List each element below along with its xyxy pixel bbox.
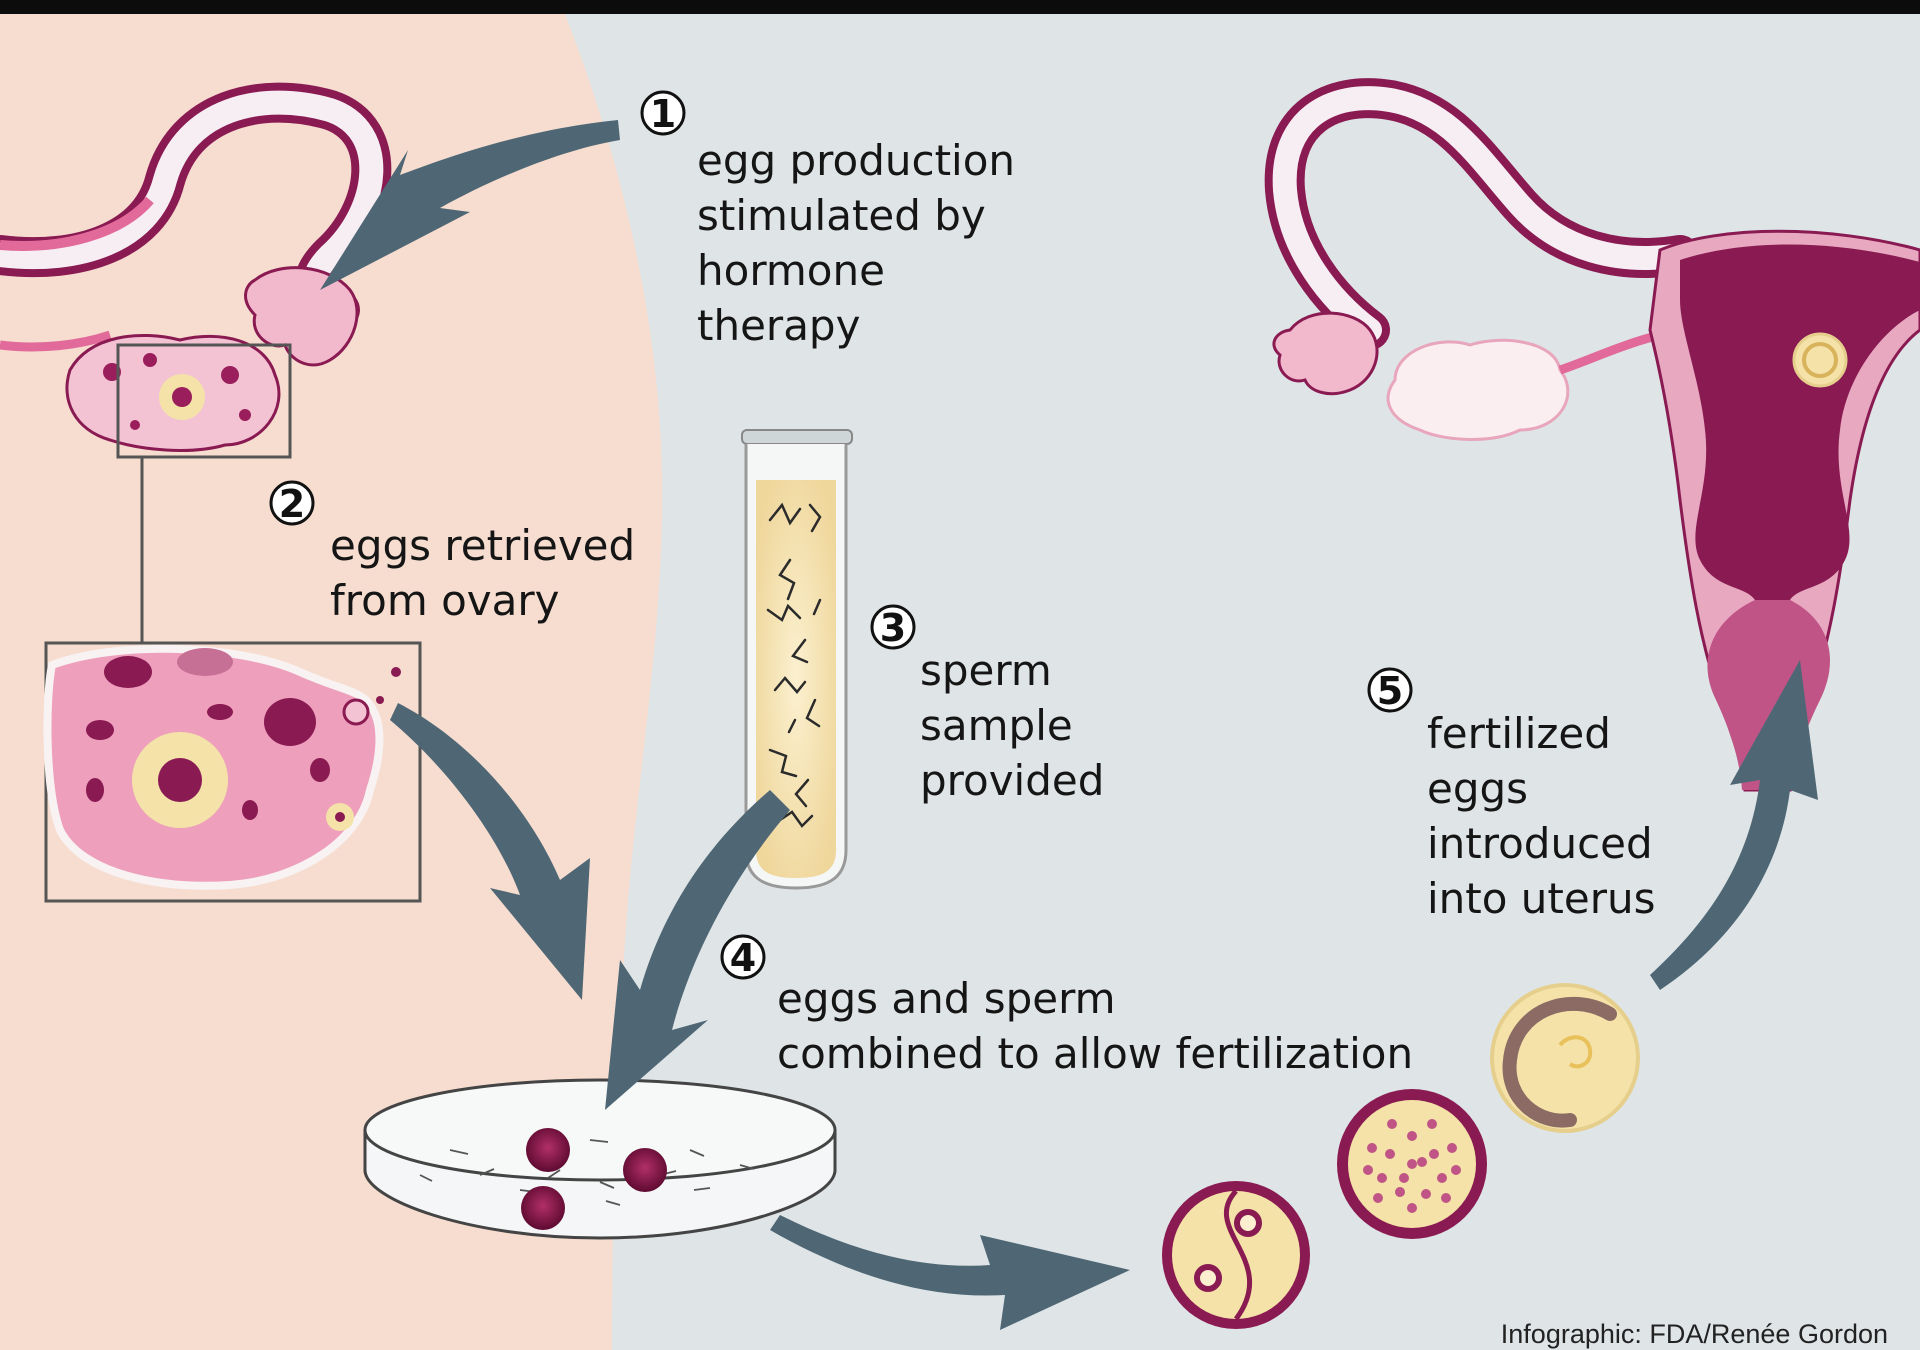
top-border-bar: [0, 0, 1920, 14]
morula-cell-dot: [1399, 1173, 1409, 1183]
step-4-line-2: combined to allow fertilization: [777, 1029, 1413, 1078]
step-1-line-2: stimulated by: [697, 191, 986, 240]
step-1-number: 1: [650, 92, 676, 136]
morula-cell-dot: [1407, 1159, 1417, 1169]
morula-cell-dot: [1387, 1119, 1397, 1129]
step-3-line-3: provided: [920, 756, 1104, 805]
step-5-number: 5: [1377, 669, 1403, 713]
morula-cell-dot: [1421, 1189, 1431, 1199]
morula-cell-dot: [1417, 1157, 1427, 1167]
morula-cell-dot: [1407, 1131, 1417, 1141]
morula-cell-dot: [1429, 1149, 1439, 1159]
step-3-line-2: sample: [920, 701, 1073, 750]
step-5-line-1: fertilized: [1427, 709, 1611, 758]
step-5-line-2: eggs: [1427, 764, 1528, 813]
step-4-number: 4: [730, 936, 756, 980]
infographic-credit: Infographic: FDA/Renée Gordon: [1501, 1319, 1888, 1349]
step-2-number: 2: [279, 482, 305, 526]
morula-cell-dot: [1447, 1143, 1457, 1153]
embryo-two-cell: [1162, 1181, 1310, 1329]
step-3-line-1: sperm: [920, 646, 1052, 695]
step-2-line-1: eggs retrieved: [330, 521, 635, 570]
morula-cell-dot: [1377, 1173, 1387, 1183]
step-5-line-3: introduced: [1427, 819, 1653, 868]
step-3-number: 3: [880, 606, 906, 650]
step-1-line-3: hormone: [697, 246, 885, 295]
step-5-line-4: into uterus: [1427, 874, 1656, 923]
morula-cell-dot: [1363, 1165, 1373, 1175]
ovary-enlarged-inset: [46, 643, 420, 901]
morula-cell-dot: [1437, 1173, 1447, 1183]
morula-cell-dot: [1407, 1203, 1417, 1213]
morula-cell-dot: [1451, 1165, 1461, 1175]
step-1-line-4: therapy: [697, 301, 860, 350]
embryo-morula: [1337, 1089, 1487, 1239]
morula-cell-dot: [1367, 1143, 1377, 1153]
petri-dish: [365, 1080, 835, 1238]
morula-cell-dot: [1427, 1119, 1437, 1129]
step-4-line-1: eggs and sperm: [777, 974, 1116, 1023]
step-2-line-2: from ovary: [330, 576, 560, 625]
morula-cell-dot: [1373, 1193, 1383, 1203]
step-1-line-1: egg production: [697, 136, 1015, 185]
embryo-blastocyst: [1492, 985, 1638, 1131]
morula-cell-dot: [1395, 1187, 1405, 1197]
morula-cell-dot: [1441, 1193, 1451, 1203]
morula-cell-dot: [1385, 1149, 1395, 1159]
